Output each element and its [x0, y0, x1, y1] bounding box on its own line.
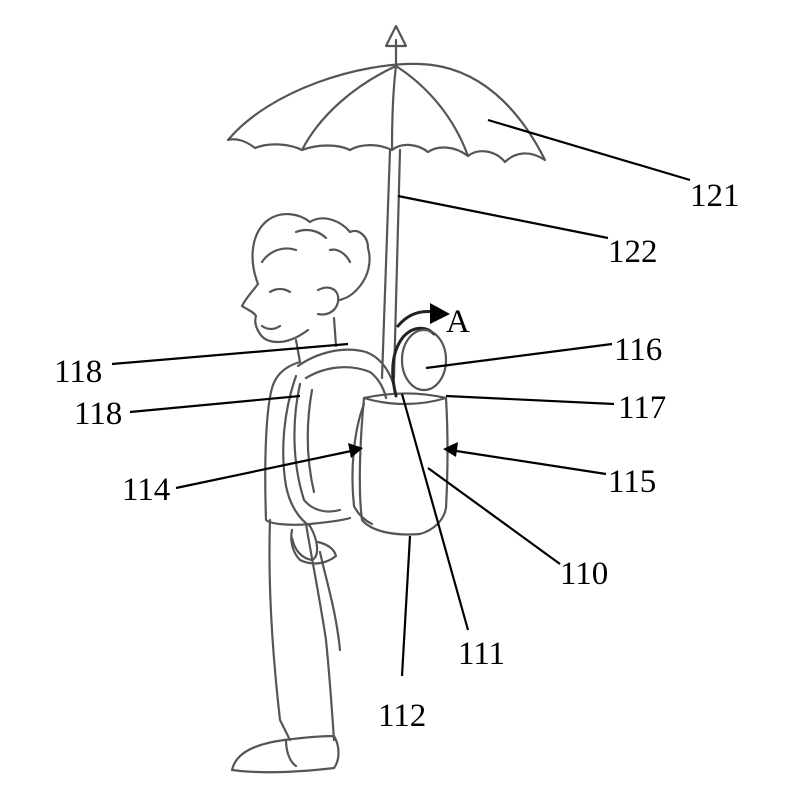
- leader-111: [400, 393, 470, 631]
- leader-115: [449, 448, 607, 476]
- leader-110: [427, 467, 561, 565]
- lid-116: [400, 328, 448, 392]
- torso: [264, 360, 352, 526]
- umbrella-rib: [300, 64, 398, 152]
- label-114: 114: [122, 472, 170, 508]
- person: [230, 213, 371, 774]
- umbrella: [226, 24, 547, 380]
- leader-121: [487, 118, 691, 182]
- leader-122: [397, 194, 609, 240]
- arrow-A: [396, 310, 436, 328]
- umbrella-pole: [380, 148, 402, 380]
- face-profile: [240, 282, 310, 344]
- leader-116: [425, 342, 613, 370]
- hair: [251, 213, 371, 302]
- label-117: 117: [618, 390, 666, 426]
- leader-115-arrowhead: [443, 442, 458, 457]
- leader-114: [175, 448, 357, 490]
- backpack-side: [351, 402, 374, 526]
- leader-118b: [129, 394, 301, 414]
- neck: [294, 316, 338, 364]
- label-118-upper: 118: [54, 354, 102, 390]
- leader-117: [445, 394, 615, 406]
- umbrella-tip-arrow: [384, 24, 408, 48]
- arrow-A-head: [430, 303, 450, 324]
- label-116: 116: [614, 332, 662, 368]
- umbrella-rib: [390, 64, 398, 152]
- leader-112: [400, 535, 412, 677]
- shoulder-strap: [296, 348, 398, 400]
- eye: [268, 287, 292, 294]
- legs: [268, 518, 342, 742]
- label-121: 121: [690, 178, 740, 214]
- hand: [290, 528, 338, 565]
- mouth: [260, 324, 282, 331]
- umbrella-rib: [394, 64, 470, 158]
- leader-118a: [111, 342, 349, 366]
- label-115: 115: [608, 464, 656, 500]
- label-A: A: [446, 304, 470, 340]
- label-118-lower: 118: [74, 396, 122, 432]
- leader-lines: [111, 118, 691, 677]
- label-122: 122: [608, 234, 658, 270]
- backpack: [293, 303, 450, 536]
- hair-strands: [260, 228, 352, 264]
- label-112: 112: [378, 698, 426, 734]
- label-111: 111: [458, 636, 505, 672]
- reference-labels: 121 122 A 116 117 118 118 114 115 110 11…: [54, 178, 740, 734]
- label-110: 110: [560, 556, 608, 592]
- ear: [316, 286, 340, 316]
- shoe: [230, 734, 340, 774]
- arm: [282, 374, 319, 562]
- side-strap: [293, 382, 342, 513]
- umbrella-canopy: [226, 62, 547, 164]
- leader-114-arrowhead: [348, 443, 363, 458]
